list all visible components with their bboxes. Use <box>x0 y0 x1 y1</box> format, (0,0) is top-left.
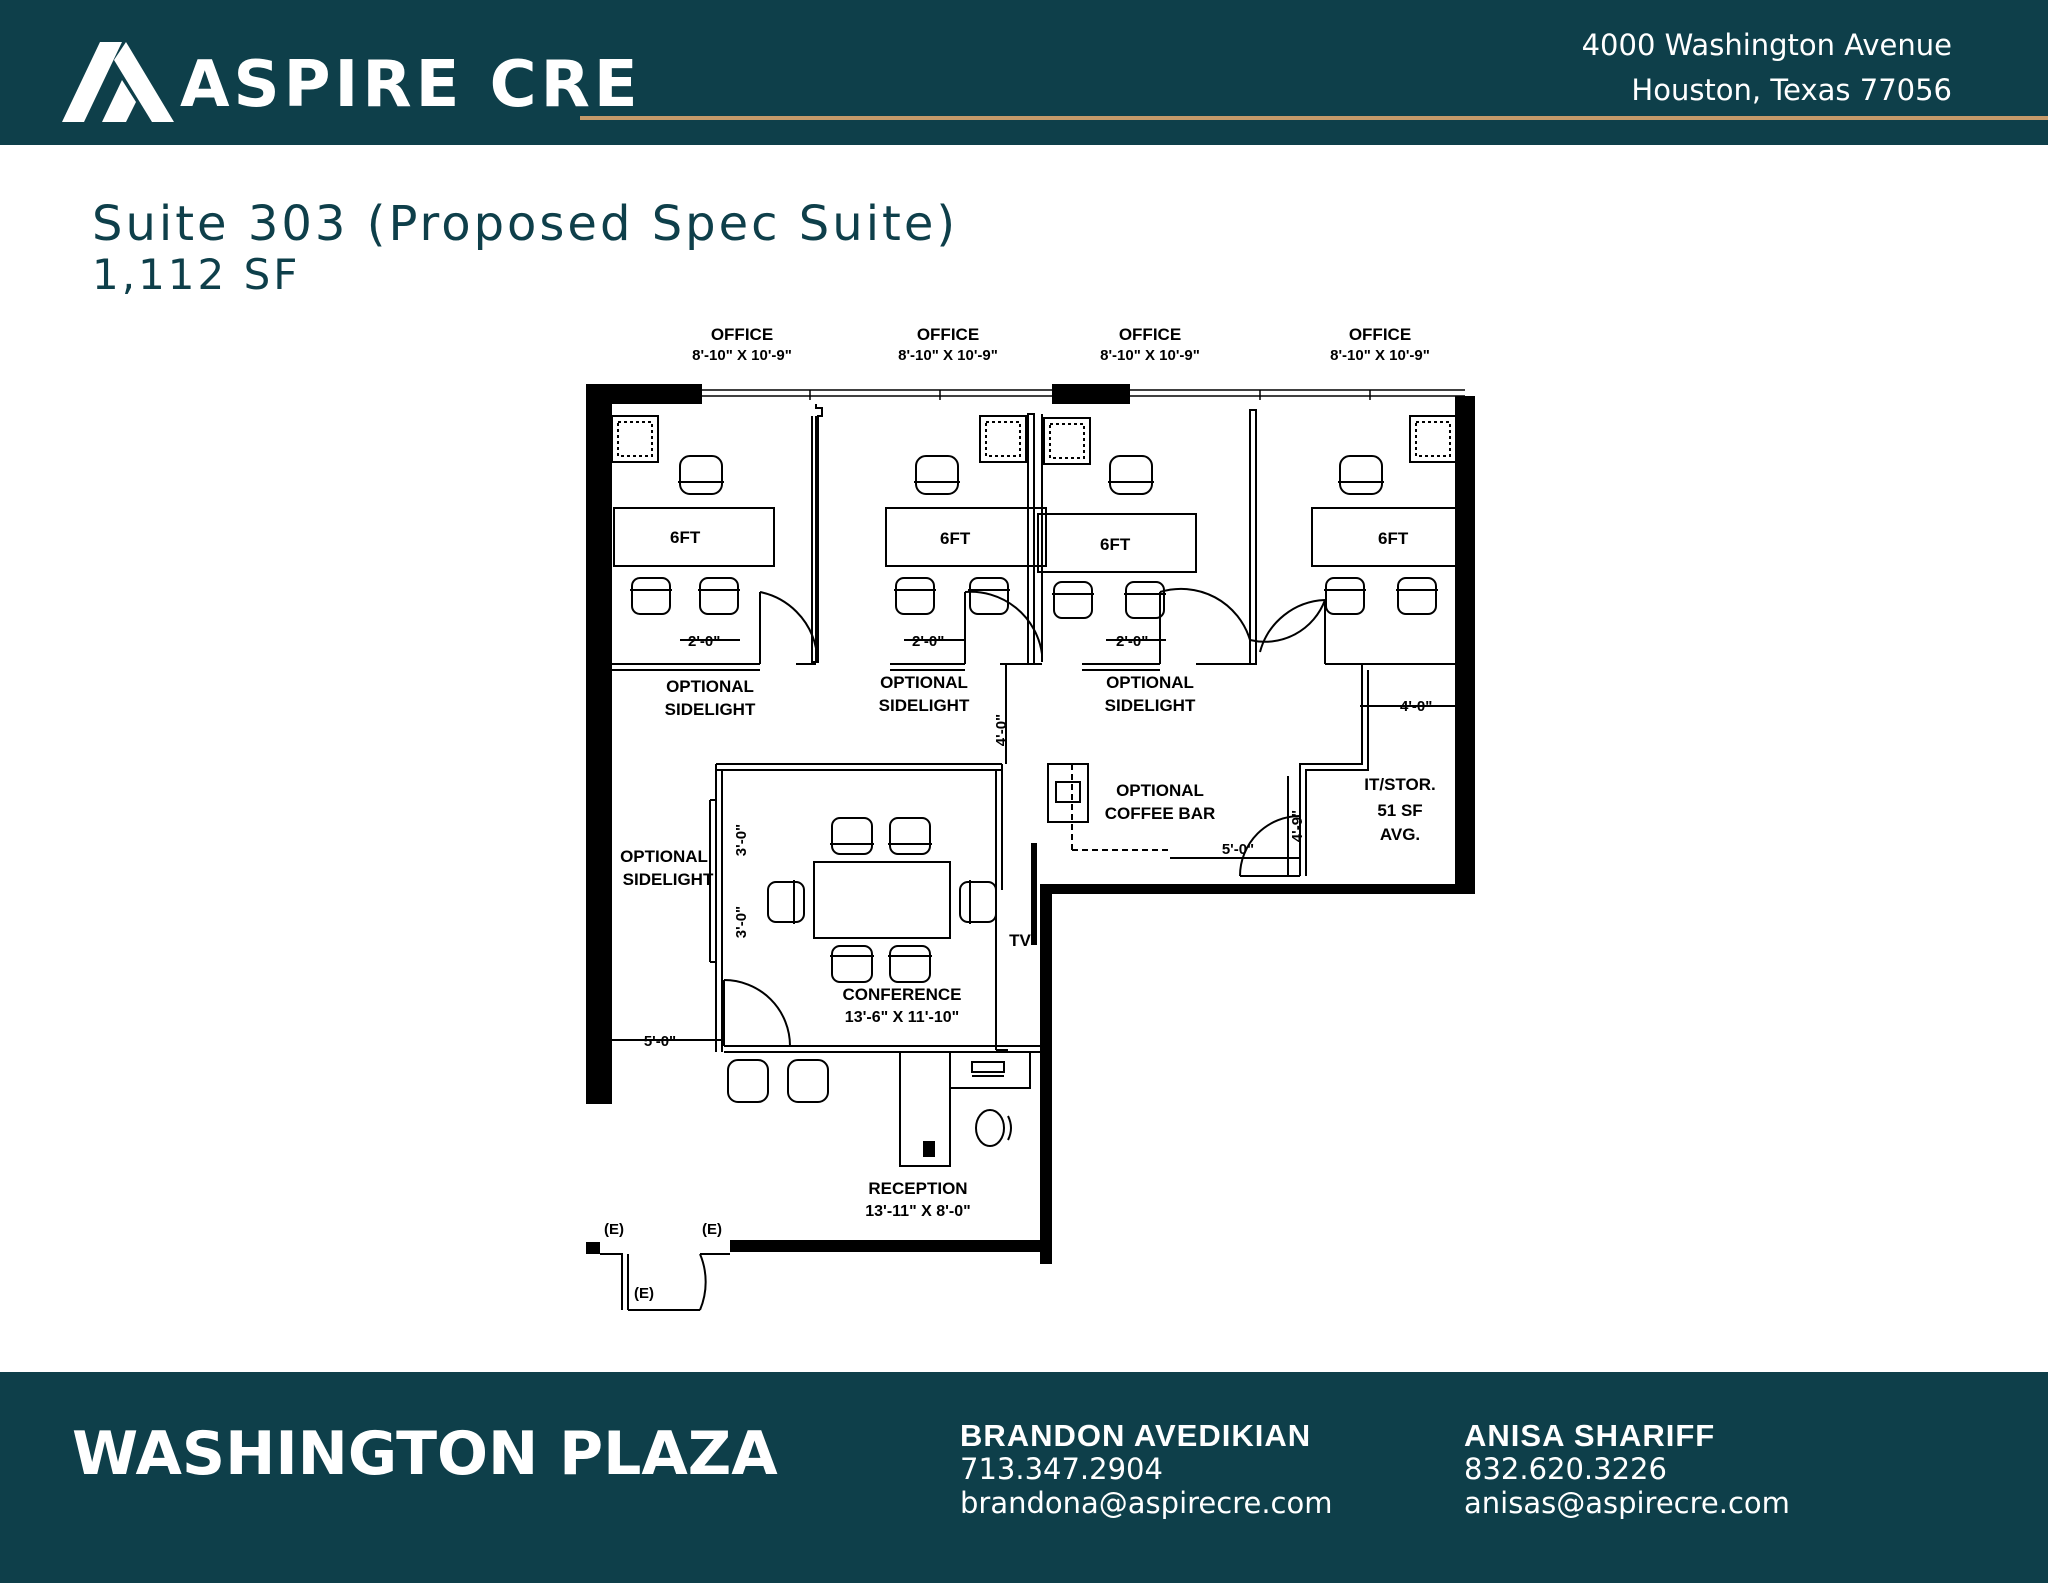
address-line-1: 4000 Washington Avenue <box>1581 28 1952 62</box>
footer-bar <box>0 1372 2048 1583</box>
office-3-dims: 8'-10" X 10'-9" <box>1100 347 1200 364</box>
floor-plan: OFFICE 8'-10" X 10'-9" OFFICE 8'-10" X 1… <box>586 325 1475 1311</box>
exterior-walls <box>586 384 1475 1264</box>
contact-2-name: ANISA SHARIFF <box>1464 1418 1716 1453</box>
existing-label-1: (E) <box>604 1221 624 1238</box>
sidelight-1-line1: OPTIONAL <box>666 677 754 696</box>
conf-sidelight-line2: SIDELIGHT <box>623 870 714 889</box>
suite-area: 1,112 SF <box>92 250 301 299</box>
reception-dim: 5'-0" <box>644 1033 676 1050</box>
reception-label: RECEPTION <box>868 1179 967 1198</box>
desk-label-4: 6FT <box>1378 529 1409 548</box>
suite-title: Suite 303 (Proposed Spec Suite) <box>92 196 959 252</box>
office-4-label: OFFICE <box>1349 325 1411 344</box>
it-storage-label: IT/STOR. <box>1364 775 1435 794</box>
aspire-logo-icon <box>62 42 174 122</box>
contact-1-email[interactable]: brandona@aspirecre.com <box>960 1486 1333 1520</box>
sidelight-2-line1: OPTIONAL <box>880 673 968 692</box>
sidelight-1-line2: SIDELIGHT <box>665 700 756 719</box>
office-1-label: OFFICE <box>711 325 773 344</box>
office-furniture <box>611 415 1471 619</box>
desk-label-3: 6FT <box>1100 535 1131 554</box>
conference-dims: 13'-6" X 11'-10" <box>845 1009 959 1026</box>
contact-2-email[interactable]: anisas@aspirecre.com <box>1464 1486 1790 1520</box>
conference-label: CONFERENCE <box>842 985 961 1004</box>
sidelight-dim-2: 2'-0" <box>912 633 944 650</box>
sidelight-dim-1: 2'-0" <box>688 633 720 650</box>
desk-label-2: 6FT <box>940 529 971 548</box>
coffee-bar-line1: OPTIONAL <box>1116 781 1204 800</box>
brand-name: ASPIRE CRE <box>180 48 642 122</box>
header-bar: ASPIRE CRE 4000 Washington Avenue Housto… <box>0 0 2048 145</box>
contact-1-phone[interactable]: 713.347.2904 <box>960 1452 1163 1486</box>
existing-label-3: (E) <box>634 1285 654 1302</box>
dimension-ticks <box>612 639 1460 1041</box>
reception-furniture <box>727 1059 829 1103</box>
it-width-dim: 4'-0" <box>1400 698 1432 715</box>
office-2-dims: 8'-10" X 10'-9" <box>898 347 998 364</box>
sidelight-2-line2: SIDELIGHT <box>879 696 970 715</box>
address-line-2: Houston, Texas 77056 <box>1631 73 1952 107</box>
window-wall <box>702 389 1465 400</box>
contact-2-phone[interactable]: 832.620.3226 <box>1464 1452 1667 1486</box>
corridor-dim: 4'-0" <box>993 714 1010 746</box>
coffee-bar-line2: COFFEE BAR <box>1105 804 1216 823</box>
office-3-label: OFFICE <box>1119 325 1181 344</box>
sidelight-dim-3: 2'-0" <box>1116 633 1148 650</box>
sidelight-3-line2: SIDELIGHT <box>1105 696 1196 715</box>
property-name: WASHINGTON PLAZA <box>72 1419 778 1489</box>
it-storage-area: 51 SF <box>1377 801 1422 820</box>
interior-walls <box>600 404 1460 1310</box>
it-depth-dim: 4'-9" <box>1289 810 1306 842</box>
existing-label-2: (E) <box>702 1221 722 1238</box>
contact-1-name: BRANDON AVEDIKIAN <box>960 1418 1312 1453</box>
conference-furniture <box>767 817 997 983</box>
it-storage-note: AVG. <box>1380 825 1420 844</box>
reception-dims: 13'-11" X 8'-0" <box>865 1203 971 1220</box>
conf-sidelight-dim-1: 3'-0" <box>733 824 750 856</box>
office-2-label: OFFICE <box>917 325 979 344</box>
header-accent-line <box>580 116 2048 120</box>
conf-sidelight-line1: OPTIONAL <box>620 847 708 866</box>
desk-label-1: 6FT <box>670 528 701 547</box>
office-1-dims: 8'-10" X 10'-9" <box>692 347 792 364</box>
tv-label: TV <box>1009 931 1031 950</box>
doors <box>628 587 1326 1311</box>
conf-sidelight-dim-2: 3'-0" <box>733 906 750 938</box>
sidelight-3-line1: OPTIONAL <box>1106 673 1194 692</box>
it-door-dim: 5'-0" <box>1222 841 1254 858</box>
office-4-dims: 8'-10" X 10'-9" <box>1330 347 1430 364</box>
